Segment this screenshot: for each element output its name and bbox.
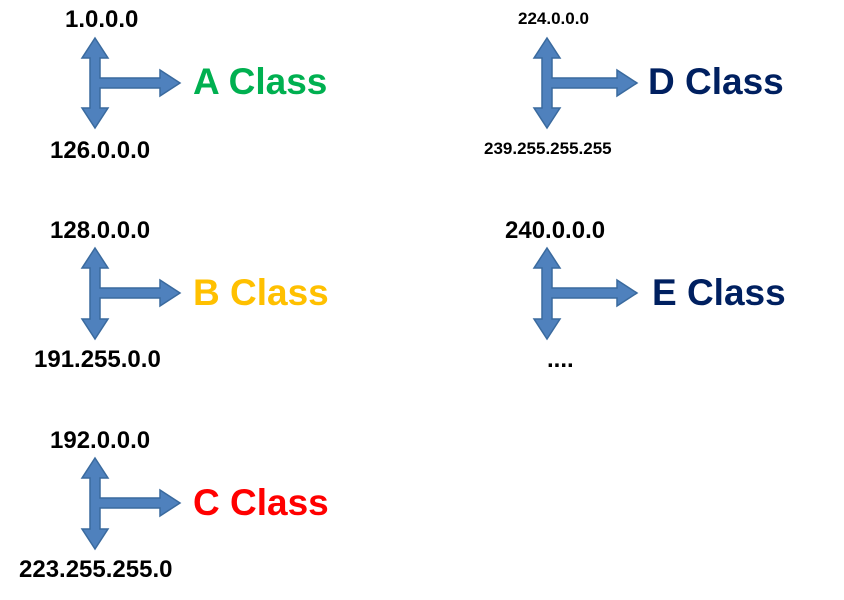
class-a-arrow-shape	[80, 36, 182, 130]
class-b-arrow-shape	[80, 246, 182, 341]
class-b-start-ip: 128.0.0.0	[50, 217, 151, 244]
class-d-arrow-shape	[532, 36, 639, 130]
class-e-start-ip: 240.0.0.0	[505, 217, 606, 244]
class-d-label: D Class	[648, 61, 784, 102]
class-a-label: A Class	[193, 61, 328, 102]
class-c-start-ip: 192.0.0.0	[50, 427, 151, 454]
class-c-label: C Class	[193, 482, 329, 523]
class-a-start-ip: 1.0.0.0	[65, 6, 139, 33]
class-c-end-ip: 223.255.255.0	[19, 556, 173, 583]
class-b-end-ip: 191.255.0.0	[34, 346, 161, 373]
class-b-label: B Class	[193, 272, 329, 313]
class-e-label: E Class	[652, 272, 786, 313]
class-c-arrow-shape	[80, 456, 182, 551]
class-a-end-ip: 126.0.0.0	[50, 137, 151, 164]
class-d-start-ip: 224.0.0.0	[518, 9, 589, 28]
class-e-arrow-shape	[532, 246, 639, 341]
class-e-end-ip: ....	[547, 346, 574, 373]
class-d-end-ip: 239.255.255.255	[484, 139, 612, 158]
